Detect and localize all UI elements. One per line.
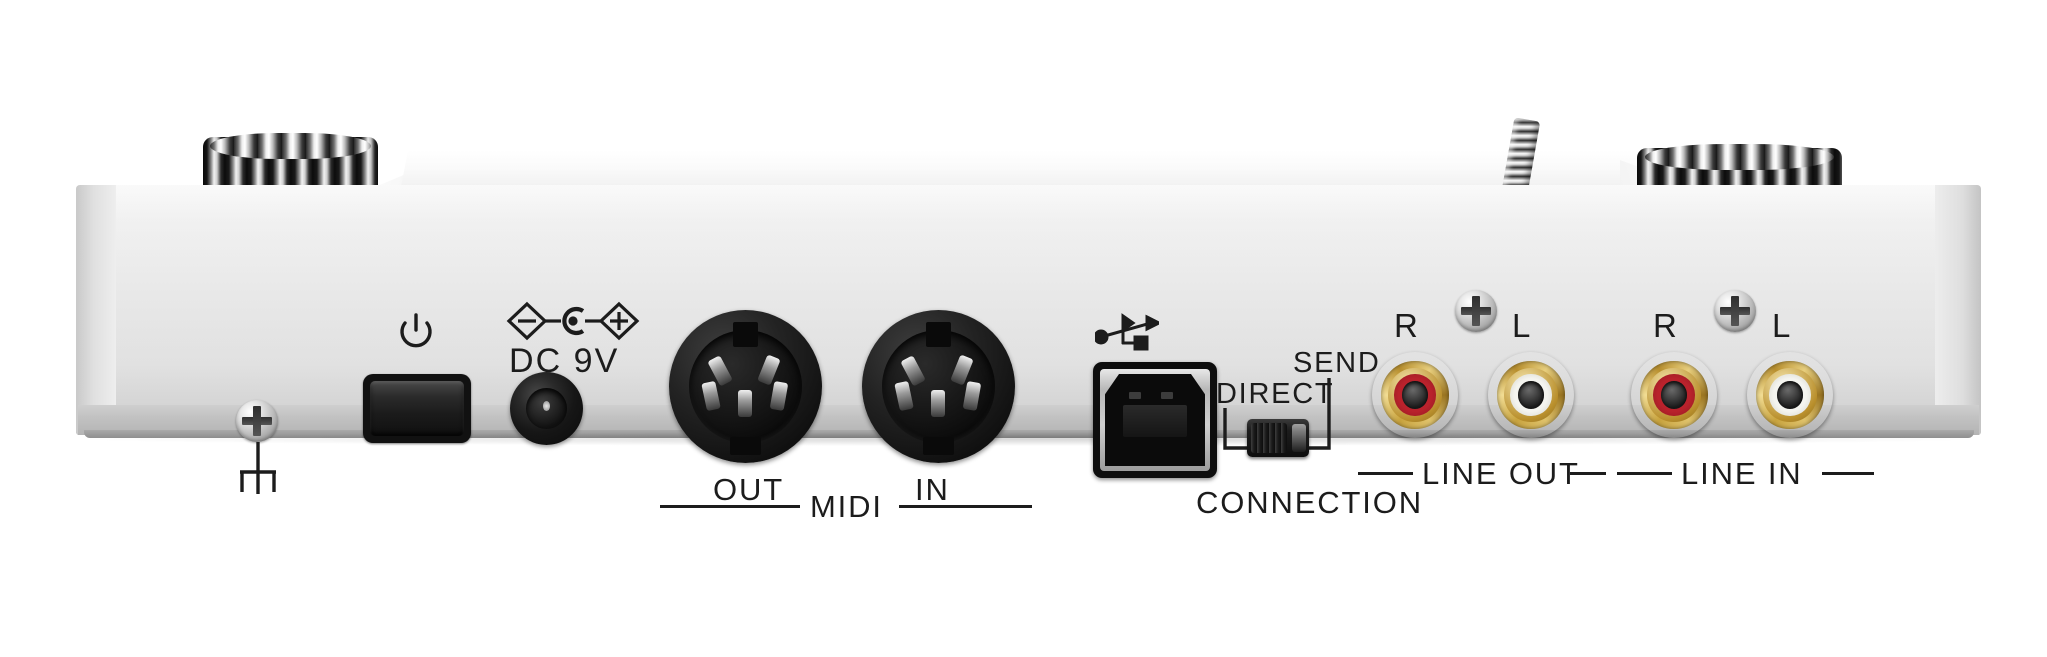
connection-bracket-left-icon (1223, 408, 1247, 450)
line-in-right-jack[interactable] (1631, 352, 1717, 438)
line-in-group-label: LINE IN (1681, 456, 1803, 491)
usb-type-b-port[interactable] (1093, 362, 1217, 478)
rca-hole (1777, 381, 1803, 409)
dc-polarity-icon (506, 301, 640, 341)
chassis-right-bevel (1935, 185, 1981, 435)
knob-top (210, 133, 371, 159)
screw-slot-vertical (1472, 295, 1480, 327)
din-pin (737, 389, 752, 418)
usb-icon (1095, 313, 1159, 351)
line-out-rule-right (1570, 472, 1606, 475)
dc-label: DC 9V (509, 342, 620, 380)
midi-group-label: MIDI (810, 489, 883, 524)
connection-send-label: SEND (1293, 347, 1381, 379)
usb-cavity (1105, 374, 1205, 466)
chassis-left-bevel (76, 185, 116, 435)
line-in-left-label: L (1772, 307, 1793, 344)
line-out-group-label: LINE OUT (1422, 456, 1580, 491)
panel-screw-line-out (1455, 290, 1497, 332)
chassis-bottom-edge (84, 430, 1974, 438)
switch-gloss (1292, 423, 1306, 453)
connection-bracket-right-icon (1307, 378, 1331, 450)
rca-hole (1402, 381, 1428, 409)
midi-rule-right (899, 505, 1032, 508)
din-notch-top (733, 322, 758, 347)
din-notch-top (926, 322, 951, 347)
screw-slot-vertical (253, 405, 261, 437)
rca-hole (1661, 381, 1687, 409)
line-in-right-label: R (1653, 307, 1679, 344)
midi-out-label: OUT (713, 472, 785, 507)
midi-in-din-jack[interactable] (862, 310, 1015, 463)
usb-tongue (1123, 405, 1187, 437)
din-pin (930, 389, 945, 418)
usb-contact (1161, 392, 1173, 399)
knob-top (1645, 144, 1834, 170)
midi-rule-left (660, 505, 800, 508)
chassis-ground-icon (240, 442, 276, 494)
line-in-rule-left (1617, 472, 1672, 475)
rca-hole (1518, 381, 1544, 409)
ground-screw[interactable] (236, 400, 278, 442)
power-rocker (370, 381, 464, 436)
usb-shell (1100, 369, 1210, 471)
line-out-right-jack[interactable] (1372, 352, 1458, 438)
connection-group-label: CONNECTION (1196, 485, 1423, 520)
line-out-left-jack[interactable] (1488, 352, 1574, 438)
line-out-left-label: L (1512, 307, 1533, 344)
connection-slide-switch[interactable] (1247, 419, 1309, 457)
din-notch-bottom (923, 437, 954, 456)
line-in-left-jack[interactable] (1747, 352, 1833, 438)
panel-screw-line-in (1714, 290, 1756, 332)
midi-out-din-jack[interactable] (669, 310, 822, 463)
connection-direct-label: DIRECT (1216, 378, 1335, 410)
dc-9v-barrel-jack[interactable] (510, 372, 583, 445)
line-out-right-label: R (1394, 307, 1420, 344)
power-icon (400, 313, 432, 348)
midi-in-label: IN (915, 472, 950, 507)
din-notch-bottom (730, 437, 761, 456)
usb-contact (1129, 392, 1141, 399)
power-rocker-switch[interactable] (363, 374, 471, 443)
line-out-rule-left (1358, 472, 1413, 475)
screw-slot-vertical (1731, 295, 1739, 327)
switch-knurl (1250, 422, 1287, 454)
dc-jack-pin (542, 401, 551, 412)
line-in-rule-right (1822, 472, 1874, 475)
